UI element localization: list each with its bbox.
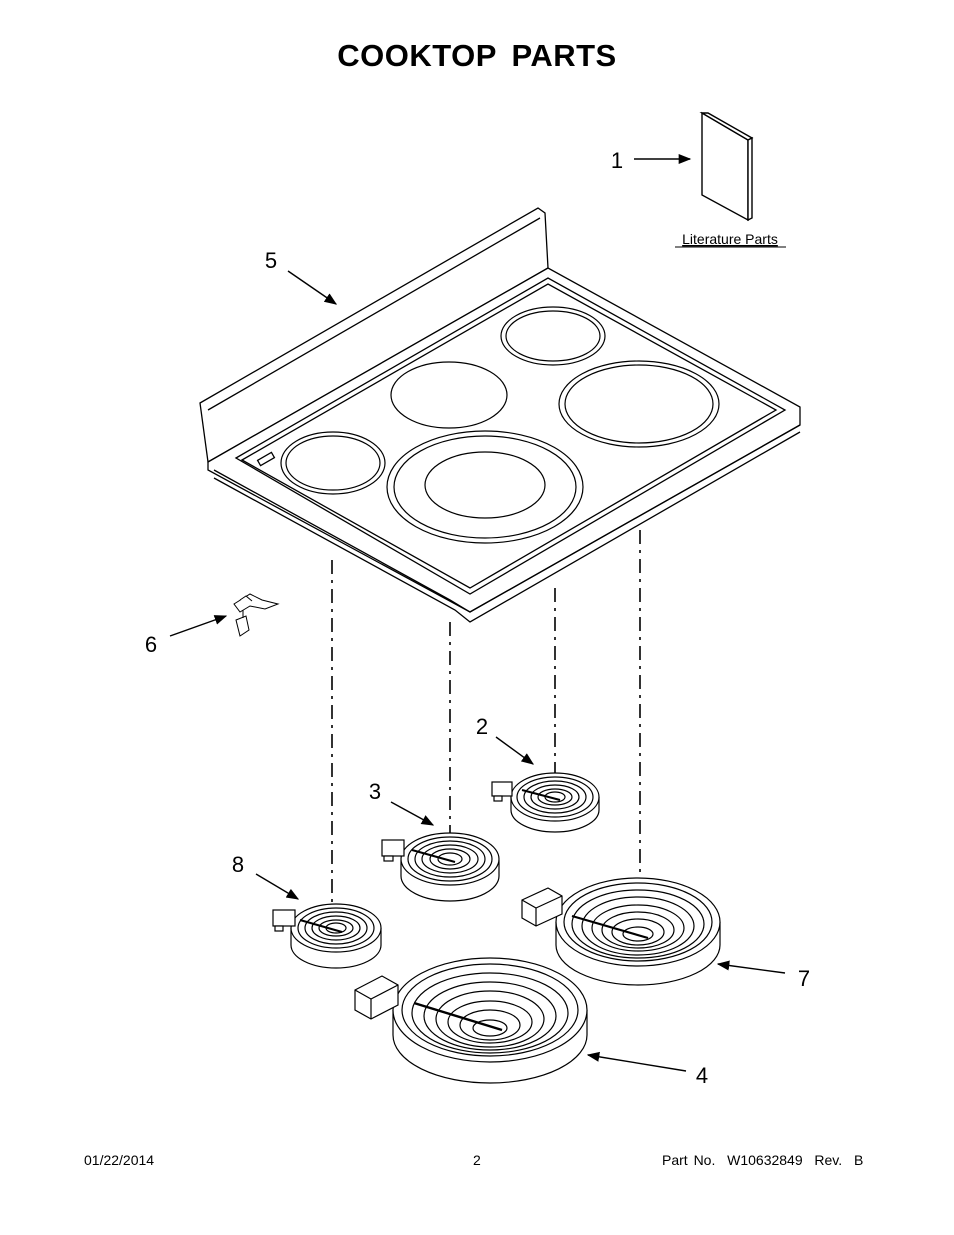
- burner-element-2: [491, 772, 600, 833]
- footer-part-number: Part No. W10632849 Rev. B: [662, 1152, 864, 1168]
- burner-element-8: [272, 903, 382, 969]
- callout-1: 1: [611, 148, 623, 173]
- footer-page-number: 2: [473, 1152, 481, 1168]
- callout-4: 4: [696, 1063, 708, 1088]
- callout-2: 2: [476, 714, 488, 739]
- glass-burner-markings: [280, 306, 720, 544]
- callout-5: 5: [265, 248, 277, 273]
- callout-7: 7: [798, 966, 810, 991]
- literature-parts-label: Literature Parts: [682, 231, 778, 247]
- callout-6: 6: [145, 632, 157, 657]
- callout-3: 3: [369, 779, 381, 804]
- page-title: COOKTOP PARTS: [337, 38, 617, 73]
- part-6-switch-icon: [233, 593, 280, 637]
- burner-element-7: [521, 877, 721, 986]
- callout-8: 8: [232, 852, 244, 877]
- burner-element-4: [354, 957, 588, 1084]
- callout-numbers: 1 2 3 4 5 6 7 8: [145, 148, 810, 1088]
- callout-arrows: [169, 153, 786, 1072]
- burner-element-3: [381, 832, 500, 902]
- footer-date: 01/22/2014: [84, 1152, 155, 1168]
- cooktop-assembly: [199, 207, 801, 623]
- literature-book-icon: [699, 111, 754, 222]
- alignment-lines: [331, 530, 641, 910]
